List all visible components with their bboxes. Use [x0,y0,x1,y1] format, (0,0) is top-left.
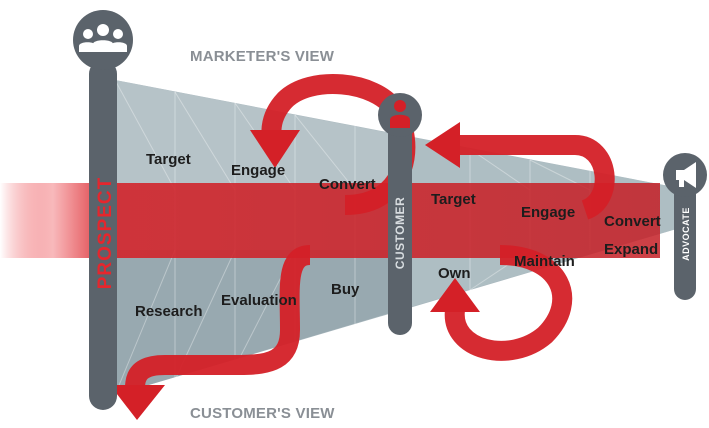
stage-engage-2: Engage [521,204,575,221]
prospect-pillar [73,10,133,410]
customers-view-title: CUSTOMER'S VIEW [190,405,335,422]
marketer-arrowhead-down [250,130,300,168]
megaphone-icon [676,162,696,188]
stage-convert-1: Convert [319,176,376,193]
maintain-arrowhead-up [430,278,480,312]
stage-own: Own [438,265,471,282]
advocate-label: ADVOCATE [681,207,691,261]
stage-target-2: Target [431,191,476,208]
prospect-label: PROSPECT [95,177,116,290]
stage-maintain: Maintain [514,253,575,270]
customer-path-arrow [110,245,312,420]
maintain-loop-arrow [430,245,573,361]
stage-evaluation: Evaluation [221,292,297,309]
group-icon [79,24,127,52]
prospect-badge [73,10,133,70]
stage-engage-1: Engage [231,162,285,179]
customer-arrowhead-down [110,385,165,420]
stage-research: Research [135,303,203,320]
customer-label: CUSTOMER [393,197,407,269]
engage-loop-arrow [425,122,615,220]
stage-buy: Buy [331,281,360,298]
engage-arrowhead-left [425,122,460,168]
stage-convert-2: Convert [604,213,661,230]
person-icon [390,100,410,128]
stage-expand: Expand [604,241,658,258]
marketers-view-title: MARKETER'S VIEW [190,48,335,65]
stage-target-1: Target [146,151,191,168]
